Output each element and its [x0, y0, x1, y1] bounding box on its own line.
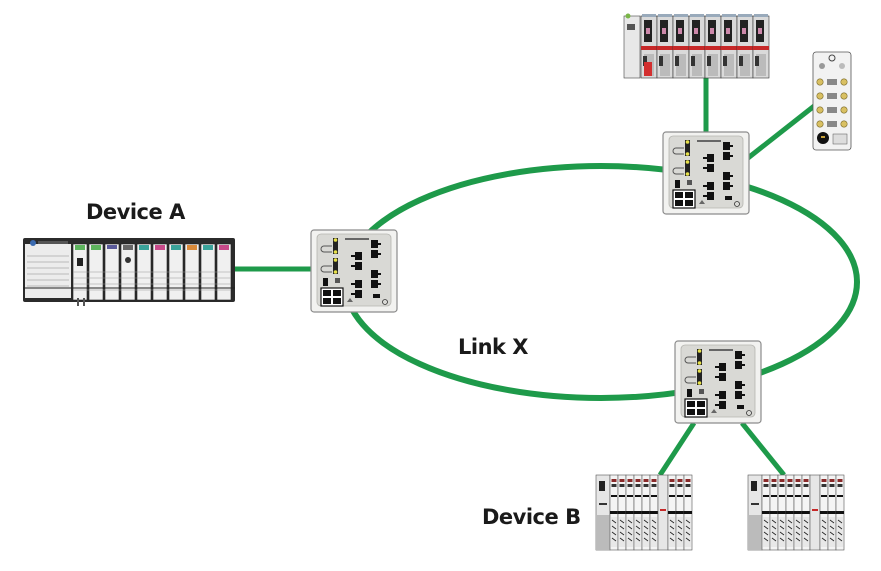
device-b-rack-2[interactable]: [747, 474, 845, 551]
device-b-label: Device B: [482, 505, 581, 529]
device-a-chassis[interactable]: [23, 238, 235, 306]
link-x-label: Link X: [458, 335, 529, 359]
drive-rack[interactable]: [623, 13, 770, 79]
link-device-b-1: [657, 421, 697, 477]
switch-top[interactable]: [662, 131, 750, 215]
link-io-block: [746, 101, 820, 160]
io-block[interactable]: [812, 51, 852, 151]
device-b-rack-1[interactable]: [595, 474, 693, 551]
link-device-b-2: [740, 421, 786, 477]
switch-bottom[interactable]: [674, 340, 762, 424]
ring-link: [342, 163, 860, 401]
device-a-label: Device A: [86, 200, 185, 224]
switch-left[interactable]: [310, 229, 398, 313]
